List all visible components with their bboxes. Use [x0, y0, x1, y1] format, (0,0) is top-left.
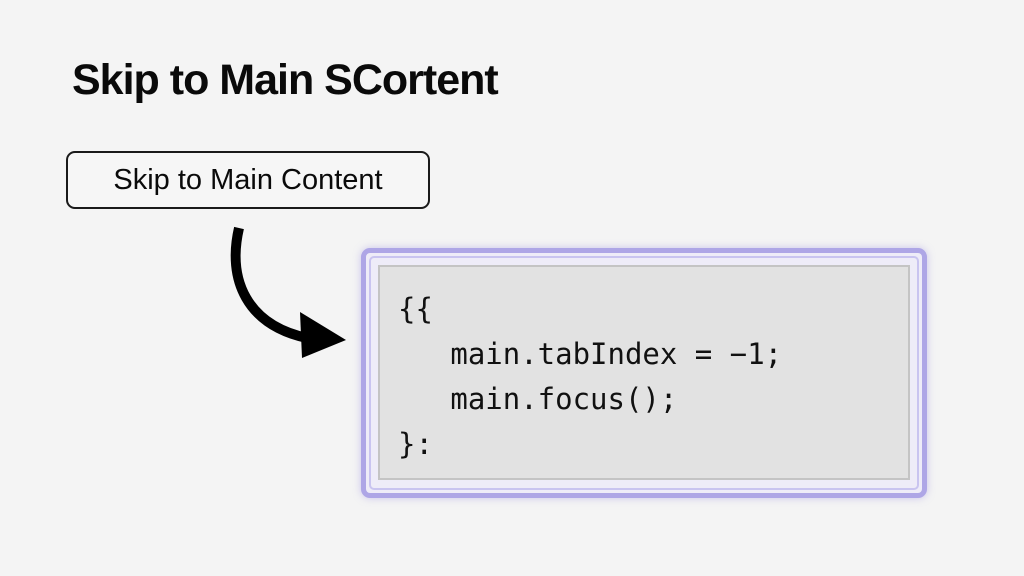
code-line: {{ [398, 292, 433, 326]
code-panel: {{ main.tabIndex = −1; main.focus(); }: [378, 265, 910, 480]
code-line: main.tabIndex = −1; [398, 337, 783, 371]
page-title: Skip to Main SCortent [72, 56, 499, 104]
code-line: }: [398, 427, 433, 461]
code-line: main.focus(); [398, 382, 678, 416]
code-block: {{ main.tabIndex = −1; main.focus(); }: [361, 248, 927, 498]
code-text: {{ main.tabIndex = −1; main.focus(); }: [398, 287, 782, 467]
skip-to-main-content-button[interactable]: Skip to Main Content [66, 151, 430, 209]
curved-arrow-right-icon [230, 226, 346, 358]
